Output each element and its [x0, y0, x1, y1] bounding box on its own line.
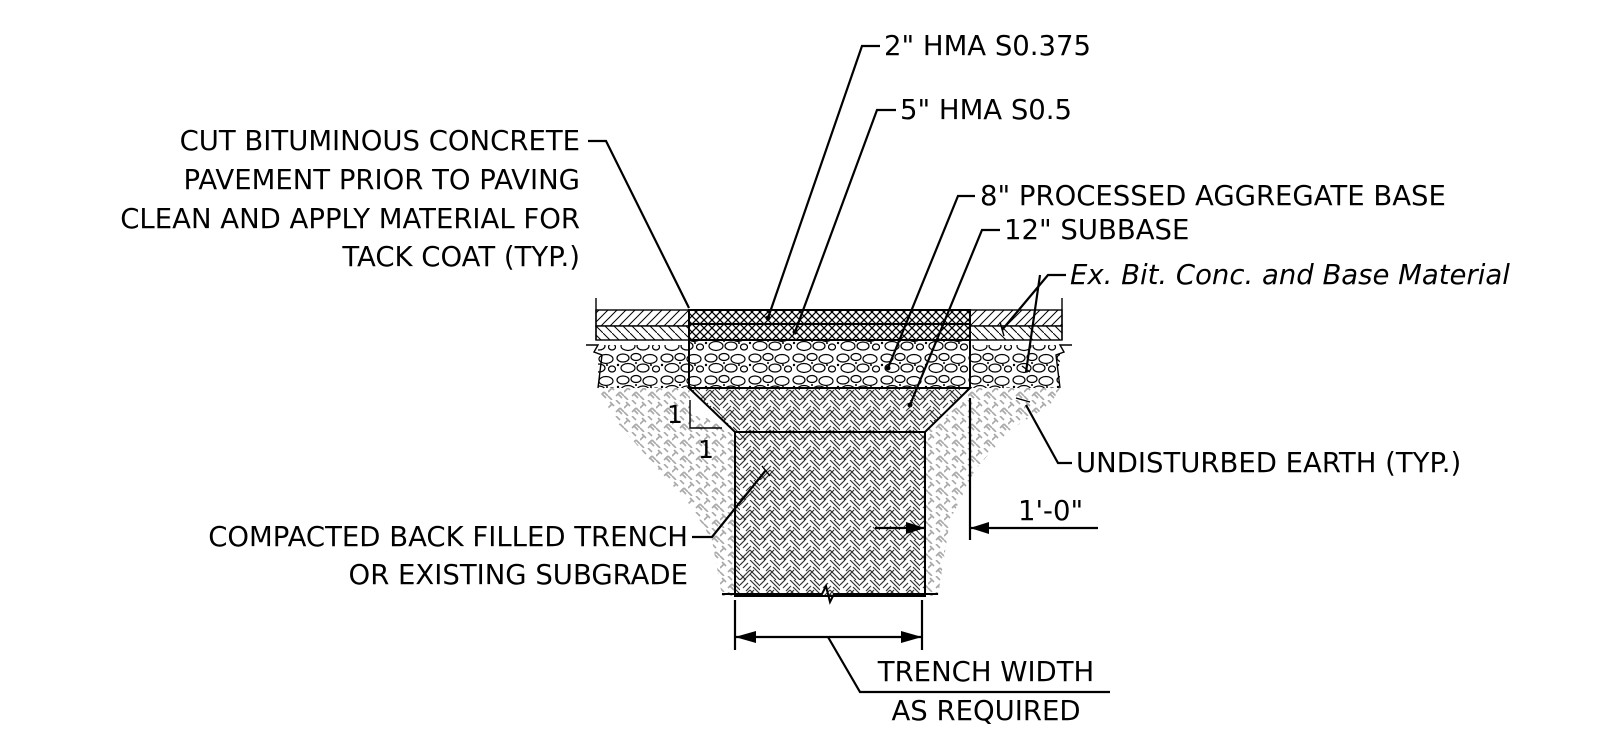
- label-undisturbed: UNDISTURBED EARTH (TYP.): [1076, 447, 1461, 479]
- leader-hma-top: [766, 44, 880, 319]
- label-backfill-2: OR EXISTING SUBGRADE: [349, 559, 688, 591]
- hma-base-layer: [688, 323, 971, 341]
- label-aggregate: 8" PROCESSED AGGREGATE BASE: [980, 180, 1446, 212]
- dim-offset-arrow-right: [970, 522, 989, 534]
- trench-bottom-line: [722, 583, 938, 605]
- undisturbed-earth: [598, 388, 1060, 596]
- leader-undisturbed: [1025, 404, 1072, 465]
- slope-indicator: [689, 400, 722, 429]
- label-trench-2: AS REQUIRED: [891, 695, 1080, 727]
- label-hma-top: 2" HMA S0.375: [884, 30, 1091, 62]
- label-cut-3: CLEAN AND APPLY MATERIAL FOR: [120, 203, 580, 235]
- slope-rise-label: 1: [667, 400, 683, 429]
- break-mark-right: [1055, 298, 1072, 389]
- dim-trench-arrow-left: [735, 631, 756, 643]
- leader-subbase: [908, 228, 1000, 406]
- dim-trench-arrow-right: [901, 631, 922, 643]
- existing-base-left: [598, 345, 689, 388]
- leader-dot-aggregate: [885, 365, 891, 371]
- leader-undisturbed-tick: [1015, 397, 1031, 403]
- hma-top-layer: [688, 309, 971, 325]
- leader-backfill-tick: [761, 465, 771, 477]
- leader-dot-subbase: [907, 402, 913, 408]
- label-existing: Ex. Bit. Conc. and Base Material: [1070, 259, 1510, 291]
- leader-dot-hma-top: [765, 315, 771, 321]
- label-offset-dim: 1'-0": [1018, 495, 1083, 527]
- dim-offset-arrow-left: [906, 522, 925, 534]
- existing-base-right: [970, 345, 1060, 388]
- existing-pavement-right-mid: [969, 325, 1063, 341]
- label-hma-base: 5" HMA S0.5: [900, 94, 1072, 126]
- existing-pavement-left-top: [595, 309, 690, 327]
- trench-backfill: [734, 431, 926, 597]
- leader-dot-hma-base: [792, 329, 798, 335]
- subbase-layer: [686, 387, 973, 433]
- leader-cut: [588, 139, 690, 309]
- leader-existing-ticks: [999, 321, 1031, 373]
- label-trench-1: TRENCH WIDTH: [877, 656, 1094, 688]
- leader-trench-width: [827, 636, 1110, 694]
- label-cut-2: PAVEMENT PRIOR TO PAVING: [184, 164, 580, 196]
- leader-aggregate: [886, 194, 975, 369]
- label-cut-1: CUT BITUMINOUS CONCRETE: [180, 125, 580, 157]
- label-cut-4: TACK COAT (TYP.): [341, 241, 580, 273]
- slope-run-label: 1: [698, 435, 714, 464]
- label-subbase: 12" SUBBASE: [1004, 214, 1189, 246]
- label-backfill-1: COMPACTED BACK FILLED TRENCH: [208, 521, 688, 553]
- leader-backfill: [692, 469, 767, 539]
- existing-pavement-left-mid: [595, 325, 690, 341]
- break-mark-left: [586, 298, 603, 389]
- leader-existing: [1001, 273, 1066, 373]
- leader-hma-base: [793, 108, 896, 333]
